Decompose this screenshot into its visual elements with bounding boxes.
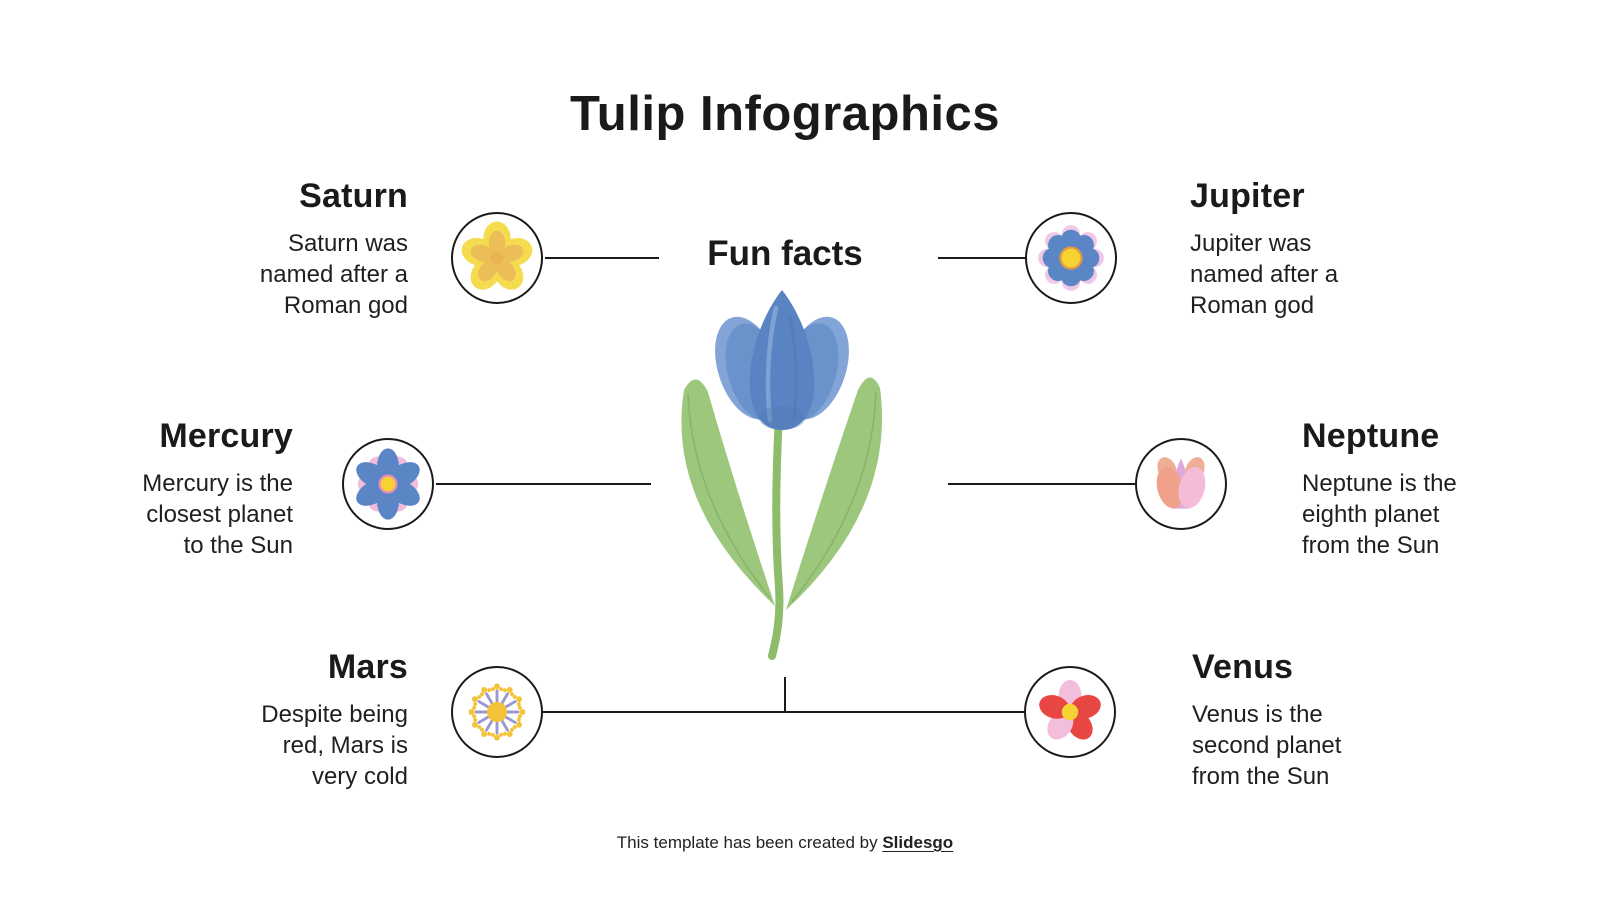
connector-mercury xyxy=(436,483,651,485)
planet-title-jupiter: Jupiter xyxy=(1190,177,1305,215)
connector-saturn xyxy=(545,257,659,259)
planet-fact-jupiter: Jupiter was named after a Roman god xyxy=(1190,230,1339,319)
center-label: Fun facts xyxy=(707,234,863,273)
tulip-leaf-left xyxy=(681,379,775,606)
blue-tulip-illustration xyxy=(681,290,883,660)
connector-stem-tick xyxy=(784,677,786,713)
planet-card-jupiter: Jupiter Jupiter was named after a Roman … xyxy=(1190,177,1490,321)
jupiter-flower-graphic xyxy=(1038,225,1104,291)
neptune-tulip-graphic xyxy=(1156,457,1206,509)
tulip-flower-head xyxy=(715,290,849,430)
tulip-leaf-right xyxy=(786,377,883,610)
planet-card-venus: Venus Venus is the second planet from th… xyxy=(1192,648,1492,792)
planet-fact-neptune: Neptune is the eighth planet from the Su… xyxy=(1302,470,1457,559)
lavender-dandelion-icon xyxy=(451,666,543,758)
connector-jupiter xyxy=(938,257,1026,259)
planet-title-venus: Venus xyxy=(1192,648,1294,686)
planet-card-mercury: Mercury Mercury is the closest planet to… xyxy=(0,417,293,561)
planet-fact-venus: Venus is the second planet from the Sun xyxy=(1192,701,1342,790)
pink-tulip-icon xyxy=(1135,438,1227,530)
planet-title-mercury: Mercury xyxy=(159,417,293,455)
page-title: Tulip Infographics xyxy=(569,87,1001,141)
planet-card-neptune: Neptune Neptune is the eighth planet fro… xyxy=(1302,417,1600,561)
connector-neptune xyxy=(948,483,1136,485)
footer-credit: This template has been created by Slides… xyxy=(0,833,1570,853)
planet-card-saturn: Saturn Saturn was named after a Roman go… xyxy=(108,177,408,321)
venus-flower-graphic xyxy=(1039,680,1101,740)
planet-fact-mercury: Mercury is the closest planet to the Sun xyxy=(142,470,293,559)
planet-title-neptune: Neptune xyxy=(1302,417,1440,455)
slidesgo-link[interactable]: Slidesgo xyxy=(882,833,954,852)
tulip-stem xyxy=(768,412,784,660)
mars-flower-graphic xyxy=(468,683,526,741)
blue-scalloped-flower-icon xyxy=(1025,212,1117,304)
planet-title-mars: Mars xyxy=(327,648,408,686)
mercury-flower-graphic xyxy=(356,448,420,520)
blue-pink-flower-icon xyxy=(342,438,434,530)
planet-title-saturn: Saturn xyxy=(299,177,408,215)
yellow-five-petal-flower-icon xyxy=(451,212,543,304)
planet-fact-mars: Despite being red, Mars is very cold xyxy=(261,701,408,790)
planet-card-mars: Mars Despite being red, Mars is very col… xyxy=(108,648,408,792)
planet-fact-saturn: Saturn was named after a Roman god xyxy=(259,230,408,319)
saturn-flower-graphic xyxy=(461,221,533,290)
footer-credit-text: This template has been created by xyxy=(616,833,883,852)
red-pink-flower-icon xyxy=(1024,666,1116,758)
